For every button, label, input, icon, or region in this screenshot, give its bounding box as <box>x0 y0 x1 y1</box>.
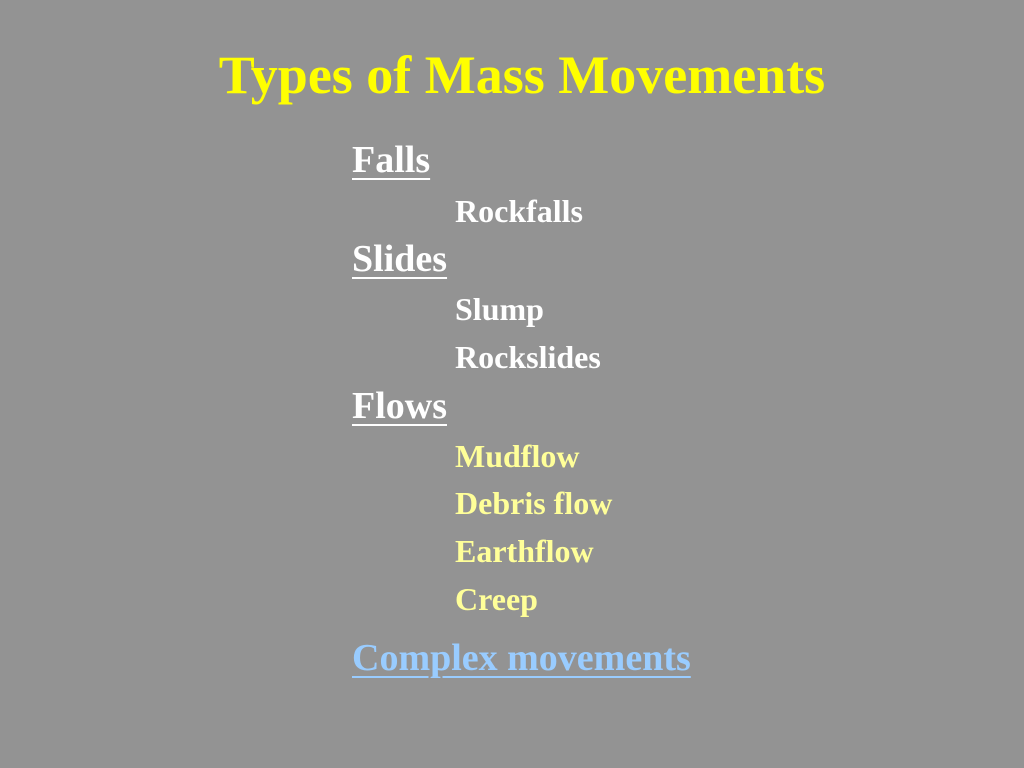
slide-title: Types of Mass Movements <box>218 45 826 105</box>
item-earthflow: Earthflow <box>455 533 594 569</box>
item-rockslides: Rockslides <box>455 339 601 375</box>
item-debris-flow: Debris flow <box>455 485 613 521</box>
item-creep: Creep <box>455 581 538 617</box>
item-slump: Slump <box>455 291 544 327</box>
item-rockfalls: Rockfalls <box>455 193 583 229</box>
heading-slides: Slides <box>352 238 448 280</box>
heading-flows: Flows <box>352 385 447 427</box>
heading-falls: Falls <box>352 139 431 181</box>
complex-movements-link[interactable]: Complex movements <box>352 637 691 679</box>
item-mudflow: Mudflow <box>455 438 580 474</box>
